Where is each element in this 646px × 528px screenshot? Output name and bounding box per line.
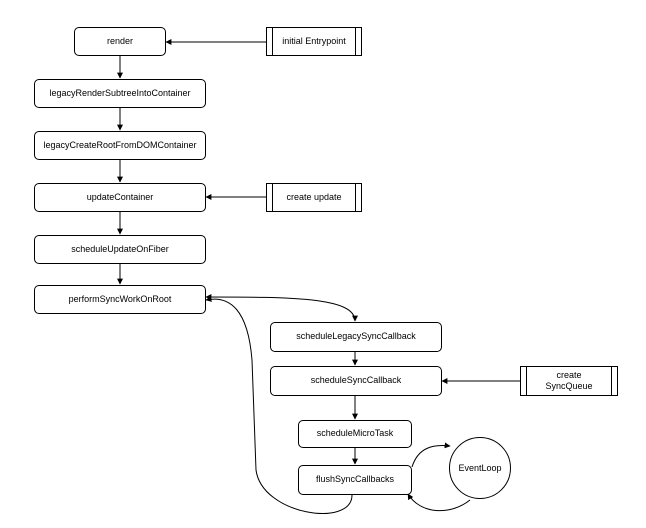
event-loop-node: EventLoop [449,437,511,499]
flush-sync-callbacks-node: flushSyncCallbacks [298,465,412,495]
initial-entrypoint-label: initial Entrypoint [282,35,346,46]
schedule-legacy-sync-callback-node: scheduleLegacySyncCallback [270,322,442,352]
process-right-bar [611,367,617,395]
create-sync-queue-line2: SyncQueue [545,381,593,391]
edge-eventloop-to-flush [407,493,471,512]
process-left-bar [267,28,273,55]
process-left-bar [267,184,273,211]
schedule-sync-callback-node: scheduleSyncCallback [270,366,442,396]
process-right-bar [355,184,361,211]
process-left-bar [521,367,527,395]
legacy-render-subtree-node: legacyRenderSubtreeIntoContainer [34,79,206,108]
create-sync-queue-line1: create [556,369,582,380]
create-sync-queue-process: create SyncQueue [520,366,618,396]
create-update-process: create update [266,183,362,212]
event-loop-label: EventLoop [458,463,502,473]
create-sync-queue-label: create SyncQueue [527,367,611,395]
edge-flush-to-performsync [205,295,353,514]
schedule-update-on-fiber-node: scheduleUpdateOnFiber [34,235,206,264]
render-node: render [74,27,166,56]
initial-entrypoint-process: initial Entrypoint [266,27,362,56]
edge-flush-to-eventloop [411,442,451,468]
perform-sync-work-on-root-node: performSyncWorkOnRoot [34,285,206,314]
update-container-node: updateContainer [34,183,206,212]
edge-performsync-legacycallback [205,294,358,322]
schedule-micro-task-node: scheduleMicroTask [298,420,412,448]
process-right-bar [355,28,361,55]
legacy-create-root-node: legacyCreateRootFromDOMContainer [34,131,206,160]
create-update-label: create update [286,191,342,202]
